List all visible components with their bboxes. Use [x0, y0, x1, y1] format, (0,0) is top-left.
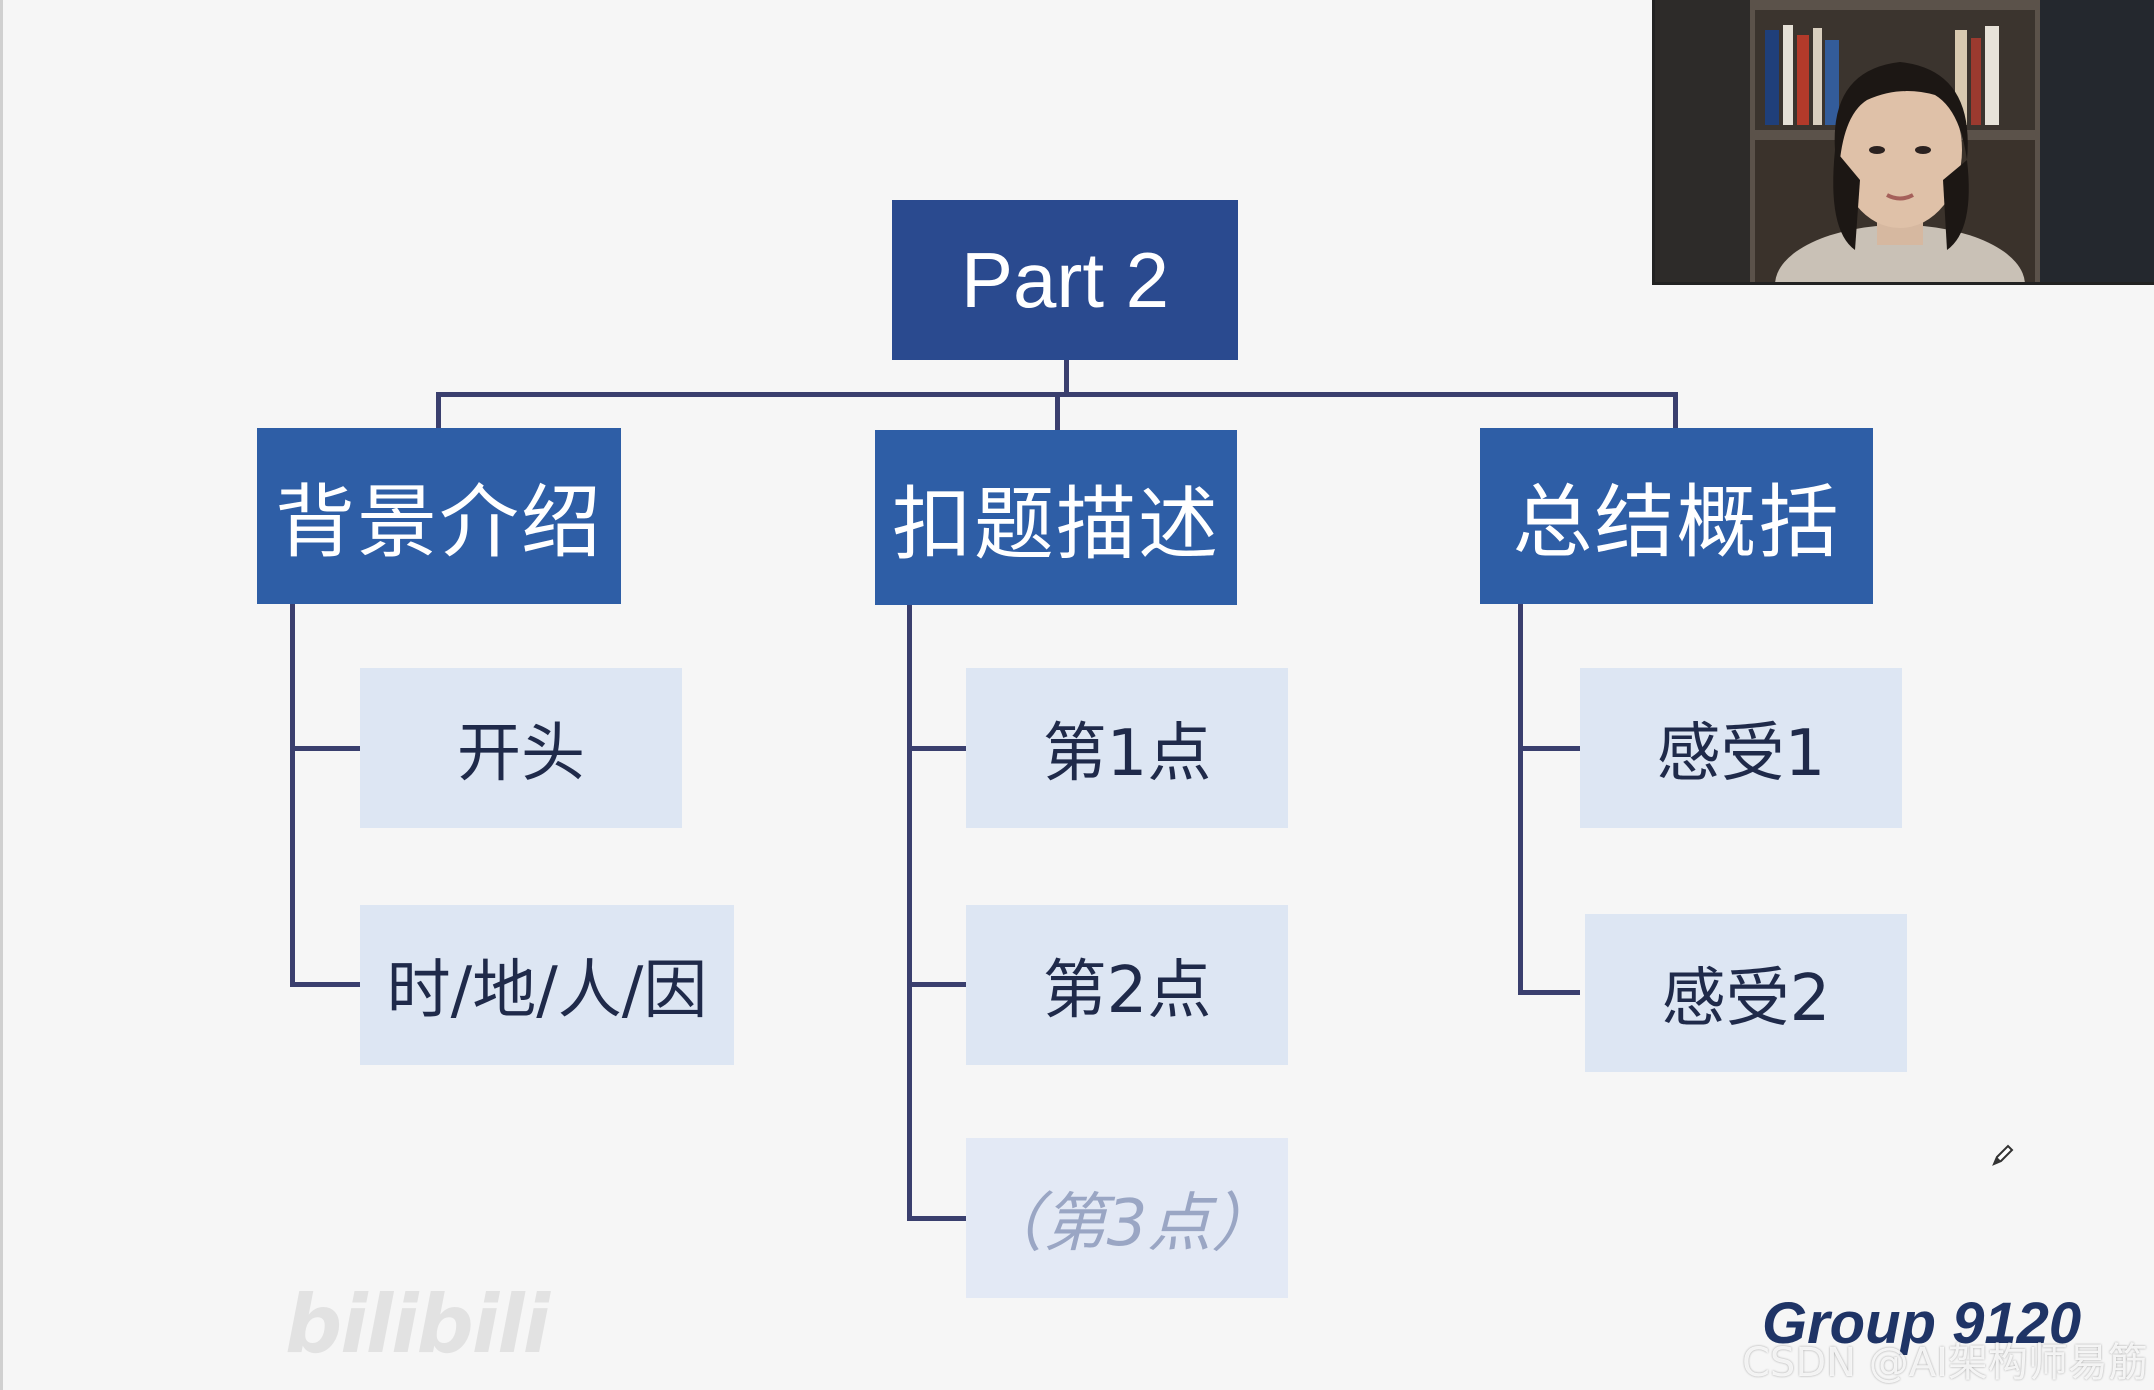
- connector-to-branch-1: [436, 392, 441, 430]
- item-node-feeling-2: 感受2: [1585, 914, 1907, 1072]
- connector-to-branch-3: [1673, 392, 1678, 430]
- connector-branch-2-vertical: [907, 603, 912, 1221]
- connector-branch-2-item-2: [907, 982, 967, 987]
- branch-node-summary: 总结概括: [1480, 428, 1873, 604]
- connector-branch-1-item-2: [290, 982, 360, 987]
- connector-branch-1-item-1: [290, 746, 360, 751]
- bilibili-watermark: bilibili: [285, 1278, 550, 1371]
- group-label: Group 9120: [1762, 1291, 2082, 1356]
- root-node: Part 2: [892, 200, 1238, 360]
- connector-branch-1-vertical: [290, 603, 295, 987]
- connector-branch-3-item-2: [1518, 990, 1580, 995]
- csdn-watermark: CSDN @AI架构师易筋: [1742, 1340, 2148, 1386]
- webcam-frame-illustration: [1655, 0, 2154, 282]
- connector-branch-2-item-3: [907, 1216, 967, 1221]
- connector-branch-2-item-1: [907, 746, 967, 751]
- branch-node-background: 背景介绍: [257, 428, 621, 604]
- connector-root-down: [1064, 360, 1069, 395]
- branch-node-description: 扣题描述: [875, 430, 1237, 605]
- item-node-opening: 开头: [360, 668, 682, 828]
- connector-branch-3-vertical: [1518, 603, 1523, 995]
- webcam-video: [1652, 0, 2154, 285]
- item-node-point-1: 第1点: [966, 668, 1288, 828]
- connector-branch-3-item-1: [1518, 746, 1580, 751]
- item-node-point-2: 第2点: [966, 905, 1288, 1065]
- item-node-point-3-optional: （第3点）: [966, 1138, 1288, 1298]
- item-node-time-place-people-cause: 时/地/人/因: [360, 905, 734, 1065]
- window-edge: [0, 0, 3, 1390]
- connector-to-branch-2: [1055, 392, 1060, 432]
- pen-icon: [1992, 1144, 2014, 1166]
- item-node-feeling-1: 感受1: [1580, 668, 1902, 828]
